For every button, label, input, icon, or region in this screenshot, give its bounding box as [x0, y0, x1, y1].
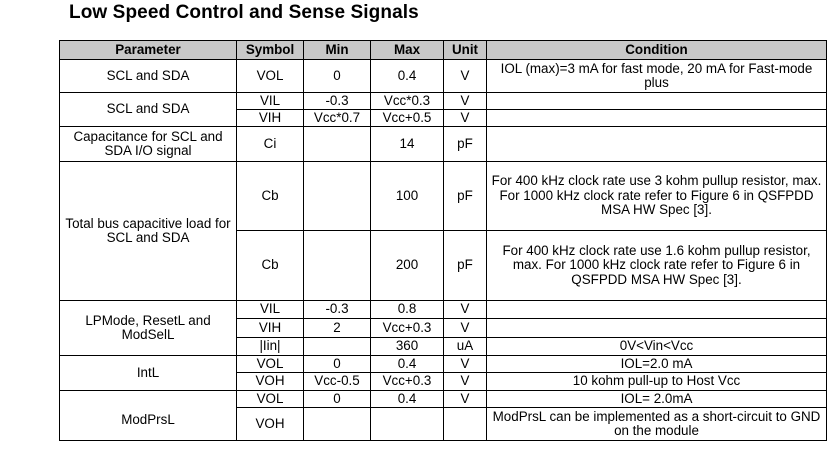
unit-cell: uA: [443, 337, 487, 356]
min-cell: Vcc-0.5: [303, 372, 371, 391]
min-cell: [303, 230, 371, 301]
table-row: LPMode, ResetL and ModSelL VIL -0.3 0.8 …: [59, 300, 827, 356]
max-cell: Vcc+0.3: [370, 372, 444, 391]
symbol-cell: VOL: [236, 355, 304, 373]
condition-cell: IOL= 2.0mA: [486, 390, 827, 408]
max-cell: 100: [370, 161, 444, 231]
symbol-cell: VOL: [236, 390, 304, 408]
header-min: Min: [303, 40, 371, 60]
max-cell: 0.4: [370, 59, 444, 93]
unit-cell: [443, 407, 487, 441]
unit-cell: V: [443, 300, 487, 319]
symbol-cell: VIH: [236, 318, 304, 338]
symbol-cell: VIH: [236, 109, 304, 127]
max-cell: 0.4: [370, 390, 444, 408]
condition-cell: [486, 109, 827, 127]
header-symbol: Symbol: [236, 40, 304, 60]
table-row: SCL and SDA VIL -0.3 Vcc*0.3 V: [59, 92, 827, 127]
param-cell: LPMode, ResetL and ModSelL: [59, 300, 237, 356]
max-cell: Vcc*0.3: [370, 92, 444, 110]
param-cell: ModPrsL: [59, 390, 237, 441]
unit-cell: V: [443, 92, 487, 110]
symbol-cell: VOH: [236, 407, 304, 441]
condition-cell: [486, 92, 827, 110]
max-cell: Vcc+0.3: [370, 318, 444, 338]
table-row: IntL VOL 0 0.4 V IOL=2.0 mA: [59, 355, 827, 391]
unit-cell: V: [443, 318, 487, 338]
unit-cell: pF: [443, 126, 487, 162]
table-row: VIH 2 Vcc+0.3 V: [60, 318, 827, 338]
unit-cell: V: [443, 355, 487, 373]
table-row: VOH ModPrsL can be implemented as a shor…: [60, 407, 827, 441]
min-cell: 0: [303, 59, 371, 93]
param-cell: Capacitance for SCL and SDA I/O signal: [59, 126, 237, 162]
condition-cell: ModPrsL can be implemented as a short-ci…: [486, 407, 827, 441]
header-row: Parameter Symbol Min Max Unit Condition: [59, 40, 827, 60]
min-cell: Vcc*0.7: [303, 109, 371, 127]
min-cell: 0: [303, 355, 371, 373]
max-cell: [370, 407, 444, 441]
min-cell: [303, 337, 371, 356]
min-cell: [303, 407, 371, 441]
unit-cell: pF: [443, 230, 487, 301]
table-row: SCL and SDA VOL 0 0.4 V IOL (max)=3 mA f…: [59, 59, 827, 93]
condition-cell: For 400 kHz clock rate use 1.6 kohm pull…: [486, 230, 827, 301]
param-cell: Total bus capacitive load for SCL and SD…: [59, 161, 237, 301]
param-cell: SCL and SDA: [59, 92, 237, 127]
max-cell: 360: [370, 337, 444, 356]
symbol-cell: Cb: [236, 230, 304, 301]
condition-cell: [486, 300, 827, 319]
unit-cell: V: [443, 109, 487, 127]
table-row: Total bus capacitive load for SCL and SD…: [59, 161, 827, 301]
condition-cell: 10 kohm pull-up to Host Vcc: [486, 372, 827, 391]
max-cell: 200: [370, 230, 444, 301]
section-title: Low Speed Control and Sense Signals: [69, 2, 419, 23]
symbol-cell: VIL: [236, 300, 304, 319]
param-cell: SCL and SDA: [59, 59, 237, 93]
min-cell: [303, 126, 371, 162]
unit-cell: V: [443, 390, 487, 408]
symbol-cell: VOL: [236, 59, 304, 93]
min-cell: [303, 161, 371, 231]
unit-cell: pF: [443, 161, 487, 231]
min-cell: -0.3: [303, 92, 371, 110]
table-row: Cb 200 pF For 400 kHz clock rate use 1.6…: [60, 230, 827, 301]
header-unit: Unit: [443, 40, 487, 60]
symbol-cell: Ci: [236, 126, 304, 162]
condition-cell: [486, 318, 827, 338]
unit-cell: V: [443, 372, 487, 391]
symbol-cell: VOH: [236, 372, 304, 391]
unit-cell: V: [443, 59, 487, 93]
table-row: Capacitance for SCL and SDA I/O signal C…: [59, 126, 827, 162]
min-cell: 2: [303, 318, 371, 338]
condition-cell: 0V<Vin<Vcc: [486, 337, 827, 356]
condition-cell: For 400 kHz clock rate use 3 kohm pullup…: [486, 161, 827, 231]
symbol-cell: Cb: [236, 161, 304, 231]
header-max: Max: [370, 40, 444, 60]
condition-cell: IOL (max)=3 mA for fast mode, 20 mA for …: [486, 59, 827, 93]
signal-spec-table: Parameter Symbol Min Max Unit Condition …: [59, 40, 827, 441]
header-condition: Condition: [486, 40, 827, 60]
param-cell: IntL: [59, 355, 237, 391]
max-cell: 14: [370, 126, 444, 162]
condition-cell: IOL=2.0 mA: [486, 355, 827, 373]
symbol-cell: |Iin|: [236, 337, 304, 356]
condition-cell: [486, 126, 827, 162]
max-cell: Vcc+0.5: [370, 109, 444, 127]
table-row: ModPrsL VOL 0 0.4 V IOL= 2.0mA: [59, 390, 827, 441]
header-parameter: Parameter: [59, 40, 237, 60]
symbol-cell: VIL: [236, 92, 304, 110]
max-cell: 0.4: [370, 355, 444, 373]
min-cell: 0: [303, 390, 371, 408]
min-cell: -0.3: [303, 300, 371, 319]
max-cell: 0.8: [370, 300, 444, 319]
